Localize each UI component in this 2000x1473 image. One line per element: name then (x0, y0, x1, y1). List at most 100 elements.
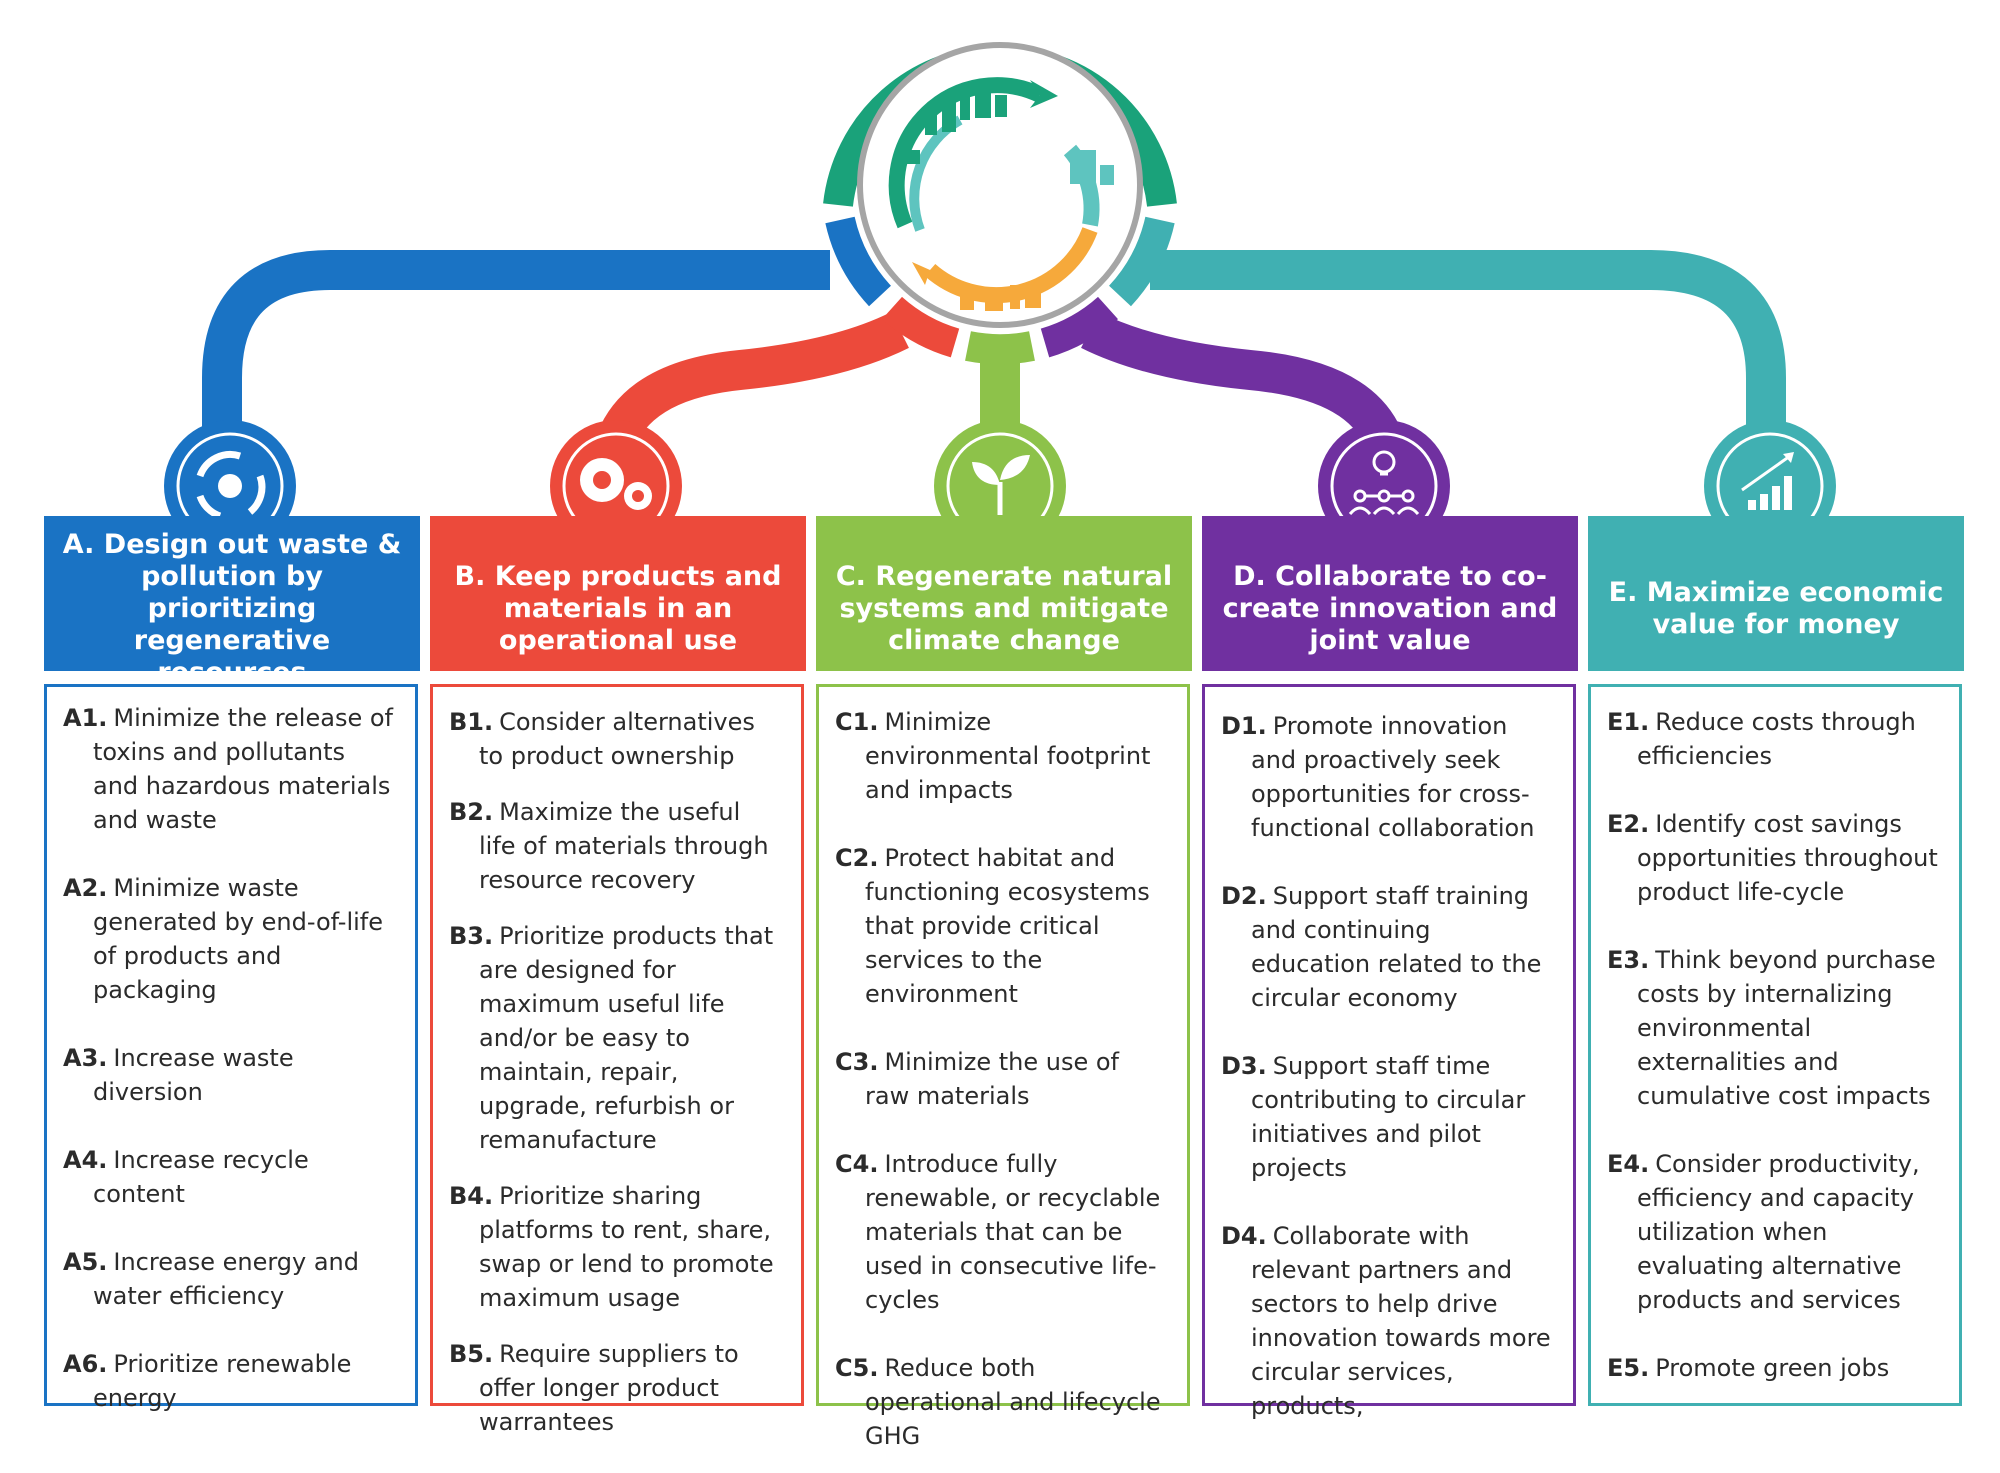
column-title: C. Regenerate natural systems and mitiga… (835, 560, 1173, 656)
item-code: E1. (1607, 708, 1650, 736)
item-text: Minimize the release of toxins and pollu… (93, 704, 393, 834)
item-code: B2. (449, 798, 494, 826)
item-text: Require suppliers to offer longer produc… (479, 1340, 739, 1436)
item-code: D3. (1221, 1052, 1267, 1080)
item-text: Prioritize sharing platforms to rent, sh… (479, 1182, 774, 1312)
item-text: Maximize the useful life of materials th… (479, 798, 769, 894)
item-code: B4. (449, 1182, 494, 1210)
hub-ring-red (881, 296, 960, 358)
list-item: C1.Minimize environmental footprint and … (835, 705, 1169, 807)
list-item: C3.Minimize the use of raw materials (835, 1045, 1169, 1113)
item-text: Minimize the use of raw materials (865, 1048, 1119, 1110)
column-title: E. Maximize economic value for money (1608, 576, 1944, 640)
item-code: D4. (1221, 1222, 1267, 1250)
column-header-b: B. Keep products and materials in an ope… (430, 516, 806, 671)
item-text: Prioritize products that are designed fo… (479, 922, 774, 1154)
item-text: Increase recycle content (93, 1146, 309, 1208)
item-text: Consider productivity, efficiency and ca… (1637, 1150, 1920, 1314)
column-body-e: E1.Reduce costs through efficiencies E2.… (1588, 684, 1962, 1406)
item-text: Reduce costs through efficiencies (1637, 708, 1916, 770)
item-code: C2. (835, 844, 879, 872)
item-text: Increase waste diversion (93, 1044, 294, 1106)
list-item: A3.Increase waste diversion (63, 1041, 397, 1109)
hub-ring-lime (965, 331, 1035, 365)
list-item: B2.Maximize the useful life of materials… (449, 795, 783, 897)
connector-a (202, 250, 830, 450)
item-text: Promote green jobs (1655, 1354, 1890, 1382)
item-text: Support staff time contributing to circu… (1251, 1052, 1526, 1182)
list-item: E4.Consider productivity, efficiency and… (1607, 1147, 1941, 1317)
list-item: E3.Think beyond purchase costs by intern… (1607, 943, 1941, 1113)
connector-d (1081, 311, 1404, 460)
item-code: A5. (63, 1248, 108, 1276)
list-item: A4.Increase recycle content (63, 1143, 397, 1211)
column-header-c: C. Regenerate natural systems and mitiga… (816, 516, 1192, 671)
item-code: E3. (1607, 946, 1650, 974)
column-body-b: B1.Consider alternatives to product owne… (430, 684, 804, 1436)
item-code: C1. (835, 708, 879, 736)
item-code: C5. (835, 1354, 879, 1382)
collaboration-lightbulb-icon (1348, 450, 1420, 516)
item-code: A6. (63, 1350, 108, 1378)
item-code: D2. (1221, 882, 1267, 910)
item-code: C4. (835, 1150, 879, 1178)
column-body-a: A1.Minimize the release of toxins and po… (44, 684, 418, 1412)
list-item: B1.Consider alternatives to product owne… (449, 705, 783, 773)
column-title: A. Design out waste & pollution by prior… (62, 528, 402, 688)
item-text: Increase energy and water efficiency (93, 1248, 359, 1310)
column-title: B. Keep products and materials in an ope… (454, 560, 782, 656)
hub-ring-left (825, 216, 892, 307)
list-item: A1.Minimize the release of toxins and po… (63, 701, 397, 837)
item-text: Identify cost savings opportunities thro… (1637, 810, 1938, 906)
gears-icon (580, 458, 652, 510)
column-header-e: E. Maximize economic value for money (1588, 516, 1964, 671)
list-item: B4.Prioritize sharing platforms to rent,… (449, 1179, 783, 1315)
item-code: E2. (1607, 810, 1650, 838)
item-code: B3. (449, 922, 494, 950)
recycle-arrows-icon (196, 450, 266, 520)
item-text: Collaborate with relevant partners and s… (1251, 1222, 1551, 1420)
item-code: A4. (63, 1146, 108, 1174)
hub-ring-teal (1108, 216, 1175, 307)
item-text: Reduce both operational and lifecycle GH… (865, 1354, 1161, 1450)
item-text: Prioritize renewable energy (93, 1350, 352, 1412)
list-item: B5.Require suppliers to offer longer pro… (449, 1337, 783, 1439)
list-item: E1.Reduce costs through efficiencies (1607, 705, 1941, 773)
list-item: E5.Promote green jobs (1607, 1351, 1941, 1385)
hub (823, 17, 1177, 365)
hub-ring-purple (1040, 296, 1119, 358)
list-item: C4.Introduce fully renewable, or recycla… (835, 1147, 1169, 1317)
list-item: D1.Promote innovation and proactively se… (1221, 709, 1555, 845)
item-text: Think beyond purchase costs by internali… (1637, 946, 1936, 1110)
item-text: Promote innovation and proactively seek … (1251, 712, 1535, 842)
list-item: D4.Collaborate with relevant partners an… (1221, 1219, 1555, 1423)
list-item: D3.Support staff time contributing to ci… (1221, 1049, 1555, 1185)
item-code: A1. (63, 704, 108, 732)
list-item: C2.Protect habitat and functioning ecosy… (835, 841, 1169, 1011)
item-text: Support staff training and continuing ed… (1251, 882, 1542, 1012)
list-item: A2.Minimize waste generated by end-of-li… (63, 871, 397, 1007)
item-code: A3. (63, 1044, 108, 1072)
connector-b (596, 311, 909, 460)
column-header-d: D. Collaborate to co-create innovation a… (1202, 516, 1578, 671)
column-body-d: D1.Promote innovation and proactively se… (1202, 684, 1576, 1420)
column-header-a: A. Design out waste & pollution by prior… (44, 516, 420, 688)
item-text: Introduce fully renewable, or recyclable… (865, 1150, 1161, 1314)
item-code: A2. (63, 874, 108, 902)
sprout-icon (972, 455, 1030, 515)
item-code: B5. (449, 1340, 494, 1368)
item-code: B1. (449, 708, 494, 736)
item-text: Consider alternatives to product ownersh… (479, 708, 755, 770)
circular-economy-city-icon (888, 77, 1114, 311)
item-code: D1. (1221, 712, 1267, 740)
list-item: A6.Prioritize renewable energy (63, 1347, 397, 1415)
item-text: Minimize environmental footprint and imp… (865, 708, 1151, 804)
connector-e (1150, 250, 1786, 450)
list-item: A5.Increase energy and water efficiency (63, 1245, 397, 1313)
growth-chart-icon (1741, 452, 1794, 510)
item-text: Minimize waste generated by end-of-life … (93, 874, 384, 1004)
column-body-c: C1.Minimize environmental footprint and … (816, 684, 1190, 1450)
column-title: D. Collaborate to co-create innovation a… (1222, 560, 1558, 656)
list-item: C5.Reduce both operational and lifecycle… (835, 1351, 1169, 1453)
